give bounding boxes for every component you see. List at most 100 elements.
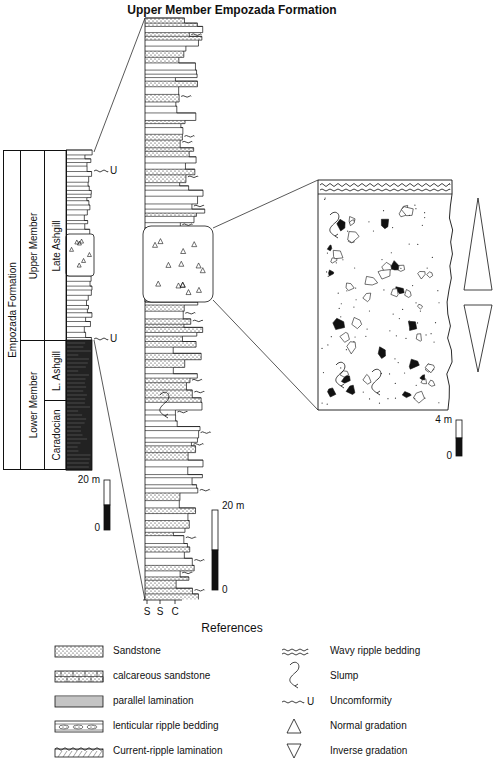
bed-line [145, 134, 182, 135]
breccia-clast [346, 283, 354, 291]
lamina-line [66, 332, 86, 333]
matrix-grain [373, 230, 374, 231]
matrix-grain [339, 308, 340, 309]
column-edge [145, 18, 146, 600]
matrix-grain [369, 310, 370, 311]
matrix-grain [402, 309, 403, 310]
lamina-line [66, 215, 84, 216]
bed-line [145, 203, 192, 204]
bed-line [145, 336, 182, 337]
matrix-grain [392, 227, 393, 228]
sandstone-bed [145, 383, 186, 390]
scale-bar [212, 510, 218, 550]
bed-line [145, 430, 199, 431]
ripple-symbol [194, 205, 204, 207]
breccia-clast [347, 342, 356, 354]
sandstone-swatch [55, 646, 103, 657]
lamina-line [67, 451, 78, 452]
matrix-grain [432, 257, 433, 258]
lamina-line [67, 379, 86, 380]
bed-line [145, 74, 197, 75]
lamina-line [66, 281, 90, 282]
detail-outline [318, 180, 453, 410]
figure-label: 0 [94, 522, 100, 534]
legend-text: Current-ripple lamination [113, 745, 223, 757]
lamina-line [66, 154, 85, 155]
matrix-grain [393, 313, 394, 314]
matrix-grain [368, 221, 369, 222]
swatch-line [55, 706, 103, 707]
lamina-line [67, 447, 78, 448]
matrix-grain [346, 349, 347, 350]
sandstone-bed [145, 140, 180, 148]
breccia-clast [425, 364, 433, 372]
lamina-line [66, 300, 87, 301]
lamina-line [67, 459, 90, 460]
matrix-grain [389, 373, 390, 374]
breccia-clast [346, 385, 355, 394]
lamina-line [67, 395, 87, 396]
bed-line [145, 543, 187, 544]
bed-line [145, 520, 189, 521]
column-base [66, 470, 92, 471]
bed-line [145, 445, 196, 446]
matrix-grain [417, 322, 418, 323]
lamina-line [66, 223, 85, 224]
matrix-grain [391, 252, 392, 253]
lamina-line [66, 305, 89, 306]
lamina-line [67, 399, 85, 400]
bed-line [145, 442, 191, 443]
ripple-symbol [201, 432, 211, 434]
bed-line [145, 86, 179, 87]
breccia-clast [348, 232, 359, 243]
ripple-symbol [200, 489, 210, 491]
matrix-grain [327, 404, 328, 405]
inverse-gradation-swatch [287, 744, 301, 758]
swatch-line [55, 730, 103, 731]
figure-label: U [110, 165, 117, 177]
bed-line [145, 106, 177, 107]
breccia-clast [340, 332, 350, 342]
matrix-grain [355, 287, 356, 288]
sandstone-bed [145, 36, 202, 40]
ripple-symbol [192, 379, 202, 381]
unconformity-swatch [282, 701, 304, 703]
swatch-line [79, 677, 80, 683]
bed-line [145, 51, 184, 52]
breccia-clast [378, 270, 390, 279]
matrix-grain [353, 341, 354, 342]
matrix-grain [383, 289, 384, 290]
matrix-grain [420, 310, 421, 311]
zoom-leader-line [213, 180, 318, 228]
lamina-line [67, 411, 78, 412]
lamina-line [66, 186, 89, 187]
sandstone-bed [145, 148, 194, 152]
breccia-clast [87, 253, 91, 257]
lens-shape [59, 725, 69, 729]
matrix-grain [381, 259, 382, 260]
matrix-grain [404, 372, 405, 373]
sandstone-bed [145, 213, 196, 216]
wavy-ripple-swatch [282, 649, 308, 651]
bed-line [145, 552, 184, 553]
sandstone-bed [145, 446, 196, 453]
bed-line [145, 332, 197, 333]
legend-text: lenticular ripple bedding [113, 720, 219, 732]
calcareous-sandstone-swatch [55, 671, 103, 682]
figure-label: 0 [446, 450, 452, 462]
bed-line [145, 311, 183, 312]
lamina-line [66, 194, 91, 195]
lamina-line [66, 200, 89, 201]
matrix-grain [424, 212, 425, 213]
ripple-symbol [182, 224, 192, 226]
lamina-line [67, 463, 89, 464]
swatch-line [55, 698, 103, 699]
matrix-grain [399, 318, 400, 319]
ripple-symbol [194, 391, 204, 393]
bed-line [145, 347, 173, 348]
bed-line [145, 324, 184, 325]
lamina-line [67, 439, 87, 440]
lamina-line [67, 355, 78, 356]
breccia-clast [186, 290, 191, 295]
matrix-grain [341, 303, 342, 304]
